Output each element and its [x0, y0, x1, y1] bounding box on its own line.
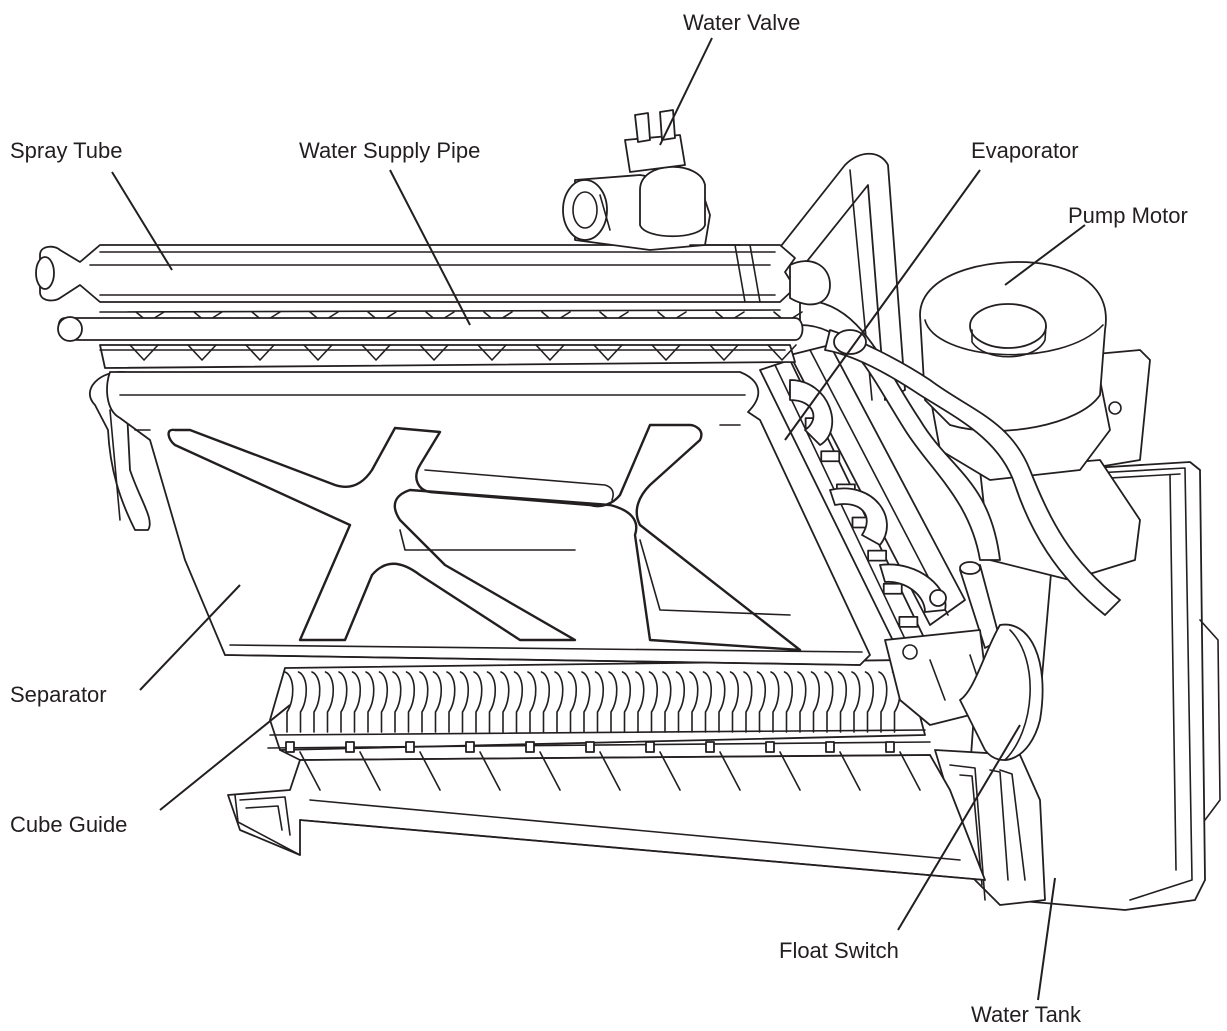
cube-guide-part: [267, 659, 931, 791]
water-tank-part: [934, 461, 1221, 911]
leader-water-supply-pipe: [389, 169, 471, 326]
leader-evaporator: [784, 169, 981, 441]
tray-part: [227, 754, 986, 881]
water-supply-pipe-part: [57, 309, 804, 369]
leader-float-switch: [897, 724, 1021, 931]
leader-spray-tube: [111, 171, 173, 271]
pump-motor-part: [919, 261, 1151, 581]
leader-water-tank: [1037, 877, 1056, 1001]
label-pump-motor: Pump Motor: [1068, 203, 1188, 228]
label-cube-guide: Cube Guide: [10, 812, 128, 837]
label-evaporator: Evaporator: [971, 138, 1079, 163]
label-water-valve: Water Valve: [683, 10, 801, 35]
water-valve-part: [562, 109, 741, 251]
leader-pump-motor: [1004, 224, 1086, 286]
leader-cube-guide: [159, 704, 291, 811]
label-spray-tube: Spray Tube: [10, 138, 123, 163]
leader-separator: [139, 584, 241, 691]
label-water-tank: Water Tank: [971, 1002, 1082, 1027]
separator-part: [88, 371, 871, 666]
evaporator-part: [759, 344, 966, 666]
label-water-supply-pipe: Water Supply Pipe: [299, 138, 481, 163]
leader-water-valve: [659, 37, 713, 146]
hoses-part: [769, 152, 1121, 649]
float-switch-part: [884, 623, 1044, 761]
label-separator: Separator: [10, 682, 107, 707]
label-float-switch: Float Switch: [779, 938, 899, 963]
leader-lines: [111, 37, 1086, 1001]
spray-tube-part: [35, 244, 831, 306]
